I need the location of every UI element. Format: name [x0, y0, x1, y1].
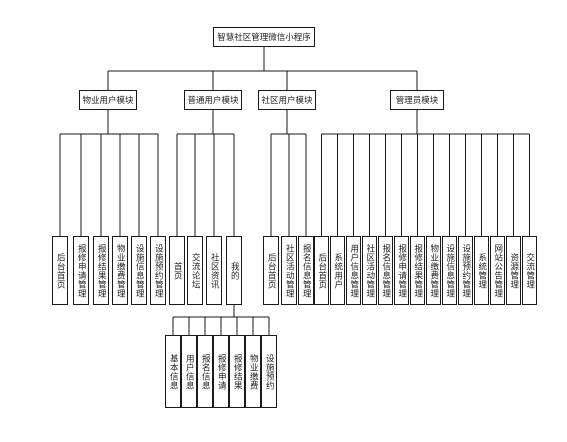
admin-leaf-14: 交流管理: [522, 236, 537, 305]
community-leaf-3: 报名信息管理: [298, 236, 314, 305]
module-normal-user: 普通用户模块: [184, 90, 242, 110]
property-leaf-4: 物业缴费管理: [112, 236, 128, 305]
admin-leaf-2: 系统用户: [330, 236, 345, 305]
admin-leaf-12: 网站公告管理: [490, 236, 505, 305]
admin-leaf-11: 系统管理: [474, 236, 489, 305]
property-leaf-2: 报修申请管理: [73, 236, 89, 305]
mine-sub-5: 报修结果: [229, 335, 245, 408]
admin-leaf-8: 物业缴费管理: [426, 236, 441, 305]
mine-sub-1: 基本信息: [165, 335, 181, 408]
property-leaf-3: 报修结果管理: [93, 236, 109, 305]
mine-sub-7: 设施预约: [261, 335, 277, 408]
normal-leaf-home: 首页: [169, 236, 185, 305]
community-leaf-1: 后台首页: [263, 236, 279, 305]
admin-leaf-3: 用户信息管理: [346, 236, 361, 305]
property-leaf-1: 后台首页: [52, 236, 68, 305]
community-leaf-2: 社区活动管理: [281, 236, 297, 305]
admin-leaf-13: 资源管理: [506, 236, 521, 305]
root-node: 智慧社区管理微信小程序: [213, 27, 315, 47]
mine-sub-4: 报修申请: [213, 335, 229, 408]
normal-leaf-forum: 交流论坛: [187, 236, 203, 305]
normal-leaf-mine: 我的: [226, 236, 242, 305]
mine-sub-2: 用户信息: [181, 335, 197, 408]
admin-leaf-6: 报修申请管理: [394, 236, 409, 305]
mine-sub-6: 物业缴费: [245, 335, 261, 408]
admin-leaf-4: 社区活动管理: [362, 236, 377, 305]
normal-leaf-news: 社区资讯: [206, 236, 222, 305]
admin-leaf-10: 设施预约管理: [458, 236, 473, 305]
admin-leaf-5: 报名信息管理: [378, 236, 393, 305]
property-leaf-5: 设施信息管理: [131, 236, 147, 305]
admin-leaf-9: 设施信息管理: [442, 236, 457, 305]
module-property-user: 物业用户模块: [79, 90, 137, 110]
module-community-user: 社区用户模块: [258, 90, 316, 110]
admin-leaf-7: 报修结果管理: [410, 236, 425, 305]
mine-sub-3: 报名信息: [197, 335, 213, 408]
module-admin: 管理员模块: [390, 90, 444, 110]
property-leaf-6: 设施预约管理: [150, 236, 166, 305]
admin-leaf-1: 后台首页: [314, 236, 329, 305]
